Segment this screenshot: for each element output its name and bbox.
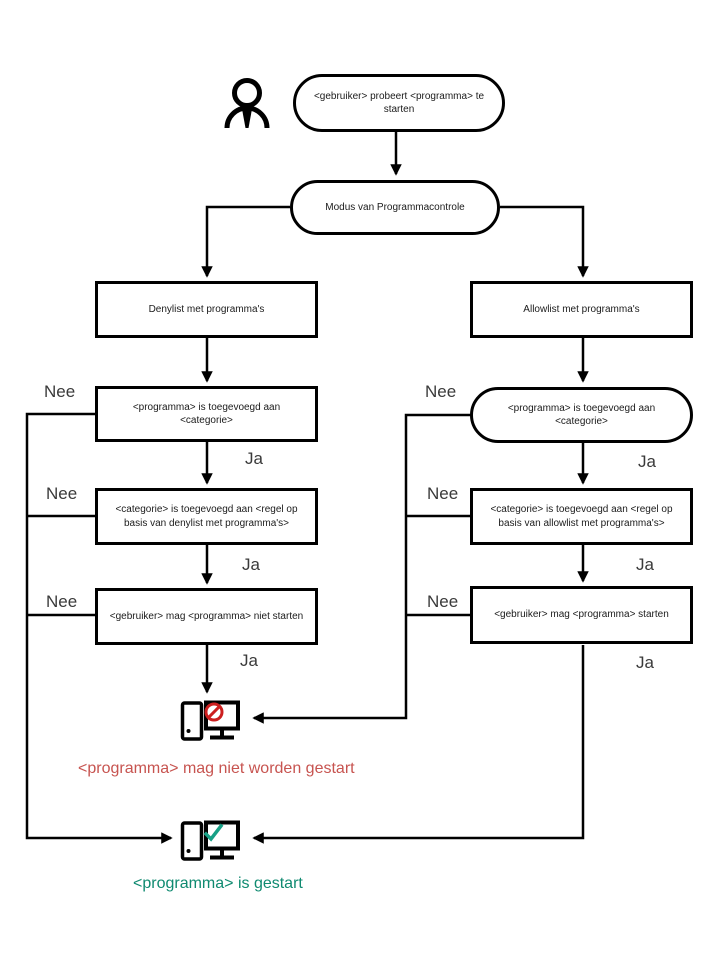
label-ja-allow-2: Ja [636, 555, 654, 574]
label-nee-deny-1: Nee [44, 382, 76, 401]
edge-mode-to-denylist [201, 205, 290, 278]
check-icon [203, 823, 224, 842]
node-mode: Modus van Programmacontrole [290, 180, 500, 235]
computer-started-icon [180, 820, 240, 861]
user-icon [224, 78, 270, 129]
computer-blocked-icon [180, 700, 240, 741]
label-ja-allow-1: Ja [638, 452, 656, 471]
node-denylist: Denylist met programma's [95, 281, 318, 338]
label-ja-allow-3: Ja [636, 653, 654, 672]
text-started-result: <programma> is gestart [133, 875, 303, 892]
edge-allow-ja-3-to-started [252, 645, 585, 844]
node-deny-category-rule: <categorie> is toegevoegd aan <regel op … [95, 488, 318, 545]
node-allow-category-rule: <categorie> is toegevoegd aan <regel op … [470, 488, 693, 545]
tie-shape [242, 103, 252, 128]
prohibition-icon [204, 702, 224, 722]
label-nee-deny-2: Nee [46, 484, 78, 503]
text-blocked-result: <programma> mag niet worden gestart [78, 760, 355, 777]
node-allow-added-category: <programma> is toegevoegd aan <categorie… [470, 387, 693, 443]
node-deny-user-may-not-start: <gebruiker> mag <programma> niet starten [95, 588, 318, 645]
node-start: <gebruiker> probeert <programma> te star… [293, 74, 505, 132]
label-nee-deny-3: Nee [46, 592, 78, 611]
label-nee-allow-2: Nee [427, 484, 459, 503]
node-allow-user-may-start: <gebruiker> mag <programma> starten [470, 586, 693, 644]
node-allowlist: Allowlist met programma's [470, 281, 693, 338]
edge-mode-to-allowlist [500, 205, 589, 278]
edge-deny-nee-collector [25, 412, 173, 844]
node-deny-added-category: <programma> is toegevoegd aan <categorie… [95, 386, 318, 442]
label-nee-allow-1: Nee [425, 382, 457, 401]
edge-allow-nee-collector [252, 413, 471, 724]
label-ja-deny-2: Ja [242, 555, 260, 574]
label-ja-deny-3: Ja [240, 651, 258, 670]
label-nee-allow-3: Nee [427, 592, 459, 611]
label-ja-deny-1: Ja [245, 449, 263, 468]
